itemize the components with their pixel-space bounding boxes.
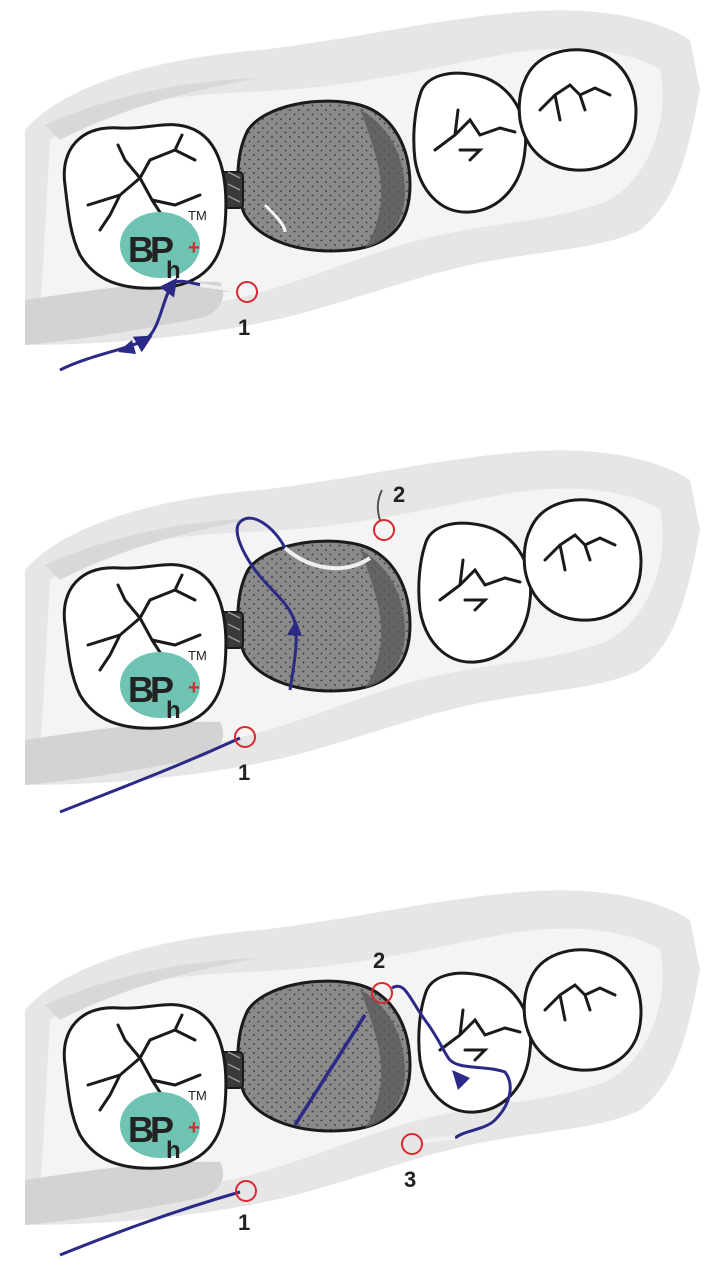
panel-1: B P h + TM 1 — [25, 10, 700, 372]
needle-outline — [263, 203, 287, 233]
svg-text:B: B — [128, 1109, 154, 1150]
puncture-marker-1 — [234, 726, 256, 748]
direction-arrow — [452, 1070, 470, 1090]
needle — [283, 546, 372, 571]
bph-logo: B P h + TM — [120, 1088, 207, 1164]
bph-logo: B P h + TM — [120, 648, 207, 724]
direction-arrow — [287, 620, 302, 636]
suture-thread — [391, 984, 512, 1140]
suture-thread — [59, 277, 241, 372]
svg-text:TM: TM — [188, 1088, 207, 1103]
svg-text:P: P — [150, 669, 174, 710]
puncture-marker-1 — [235, 1180, 257, 1202]
panel-3: B P h + TM 1 2 3 — [25, 890, 700, 1257]
svg-text:P: P — [150, 1109, 174, 1150]
puncture-marker-3 — [401, 1133, 423, 1155]
svg-text:+: + — [188, 237, 200, 259]
svg-text:TM: TM — [188, 208, 207, 223]
svg-text:+: + — [188, 677, 200, 699]
point-label-1: 1 — [238, 315, 250, 340]
suture-tail — [59, 1190, 241, 1257]
svg-text:B: B — [128, 229, 154, 270]
svg-text:+: + — [188, 1117, 200, 1139]
suture-stitch — [293, 1014, 367, 1126]
svg-text:P: P — [150, 229, 174, 270]
svg-text:B: B — [128, 669, 154, 710]
bph-logo: B P h + TM — [120, 208, 207, 284]
puncture-marker-2 — [371, 982, 393, 1004]
point-label-2: 2 — [393, 482, 405, 507]
puncture-marker-1 — [236, 281, 258, 303]
svg-text:h: h — [166, 1137, 181, 1164]
svg-text:h: h — [166, 697, 181, 724]
point-label-2: 2 — [373, 948, 385, 973]
svg-text:h: h — [166, 257, 181, 284]
direction-arrow — [118, 340, 136, 354]
needle — [419, 1136, 456, 1144]
puncture-marker-2 — [373, 519, 395, 541]
point-label-3: 3 — [404, 1167, 416, 1192]
point-label-1: 1 — [238, 1210, 250, 1235]
point-label-1: 1 — [238, 760, 250, 785]
suture-tail — [59, 736, 241, 814]
panel-2: B P h + TM 1 2 — [25, 450, 700, 814]
svg-text:TM: TM — [188, 648, 207, 663]
needle-tip — [376, 489, 383, 521]
